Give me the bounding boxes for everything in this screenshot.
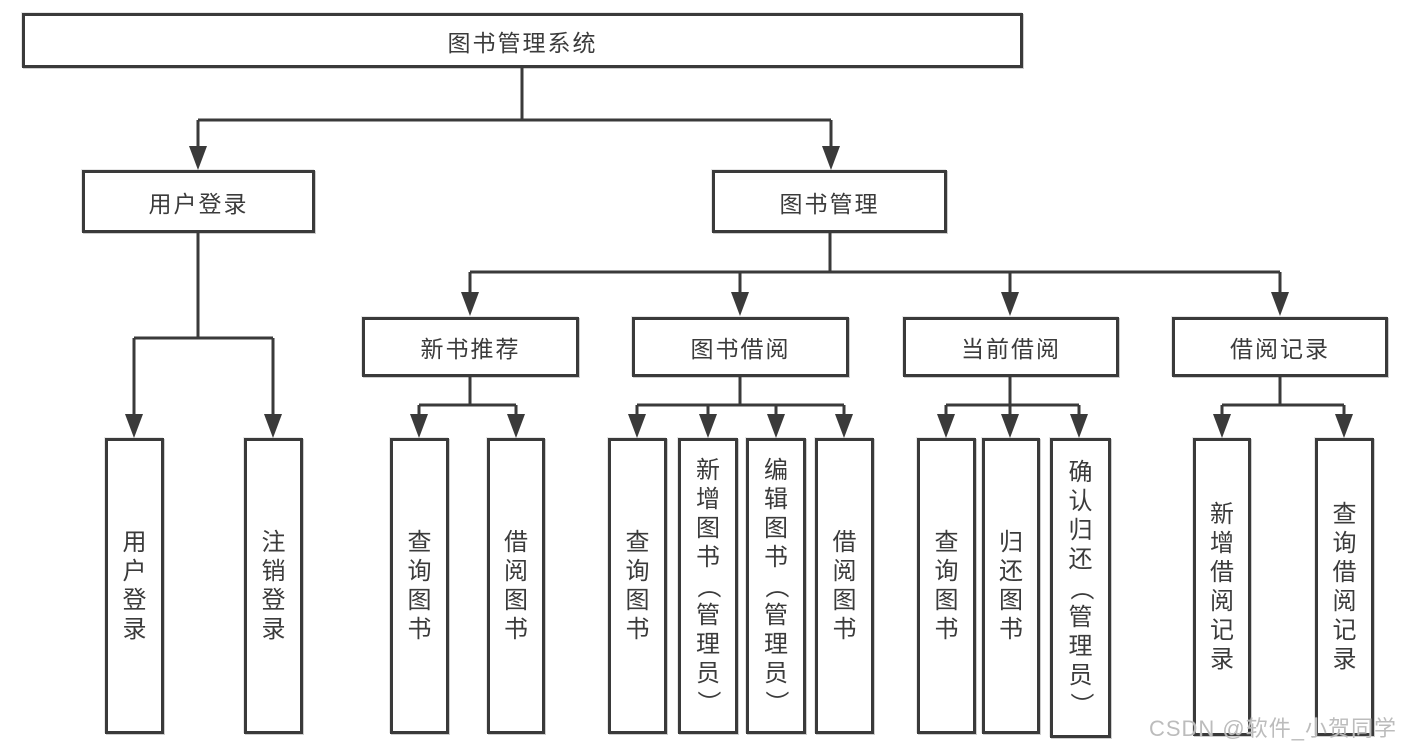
node-confirm-return-admin-label: 确认归还（管理员） [1067, 458, 1094, 717]
node-return-book-label: 归还图书 [999, 529, 1023, 643]
node-query-books-borrow: 查询图书 [608, 438, 667, 734]
node-query-books-recommend-label: 查询图书 [407, 529, 432, 643]
node-query-borrow-record-label: 查询借阅记录 [1332, 501, 1357, 673]
node-root: 图书管理系统 [22, 13, 1023, 68]
node-new-book-recommend-label: 新书推荐 [420, 336, 521, 362]
node-user-login-leaf: 用户登录 [105, 438, 164, 734]
node-borrow-records-label: 借阅记录 [1230, 336, 1330, 362]
node-query-books-recommend: 查询图书 [390, 438, 449, 734]
node-add-book-admin: 新增图书（管理员） [678, 438, 738, 734]
csdn-watermark: CSDN @软件_小贺同学 [1148, 716, 1397, 741]
node-query-books-current: 查询图书 [917, 438, 976, 734]
node-edit-book-admin-label: 编辑图书（管理员） [762, 456, 790, 715]
node-return-book: 归还图书 [982, 438, 1040, 734]
node-user-login-leaf-label: 用户登录 [122, 529, 147, 643]
node-add-borrow-record-label: 新增借阅记录 [1210, 501, 1234, 673]
node-borrow-books-leaf: 借阅图书 [815, 438, 874, 734]
node-borrow-books-leaf-label: 借阅图书 [832, 529, 857, 643]
node-borrow-records: 借阅记录 [1172, 317, 1388, 377]
node-borrow-books-recommend-label: 借阅图书 [504, 529, 528, 643]
node-user-login: 用户登录 [82, 170, 315, 233]
node-borrow-books-recommend: 借阅图书 [487, 438, 545, 734]
node-logout-label: 注销登录 [261, 529, 286, 643]
node-current-borrow: 当前借阅 [903, 317, 1119, 377]
node-book-borrow-label: 图书借阅 [690, 336, 791, 362]
node-logout: 注销登录 [244, 438, 303, 734]
node-confirm-return-admin: 确认归还（管理员） [1050, 438, 1111, 738]
node-book-management-label: 图书管理 [779, 190, 880, 217]
node-current-borrow-label: 当前借阅 [961, 336, 1061, 362]
node-query-books-current-label: 查询图书 [934, 529, 959, 643]
node-add-borrow-record: 新增借阅记录 [1193, 438, 1251, 736]
node-root-label: 图书管理系统 [447, 29, 598, 56]
node-query-borrow-record: 查询借阅记录 [1315, 438, 1374, 736]
node-edit-book-admin: 编辑图书（管理员） [746, 438, 806, 734]
node-new-book-recommend: 新书推荐 [362, 317, 579, 377]
node-book-borrow: 图书借阅 [632, 317, 849, 377]
node-add-book-admin-label: 新增图书（管理员） [694, 456, 722, 715]
node-book-management: 图书管理 [712, 170, 947, 233]
node-query-books-borrow-label: 查询图书 [625, 529, 650, 643]
node-user-login-label: 用户登录 [148, 190, 249, 217]
